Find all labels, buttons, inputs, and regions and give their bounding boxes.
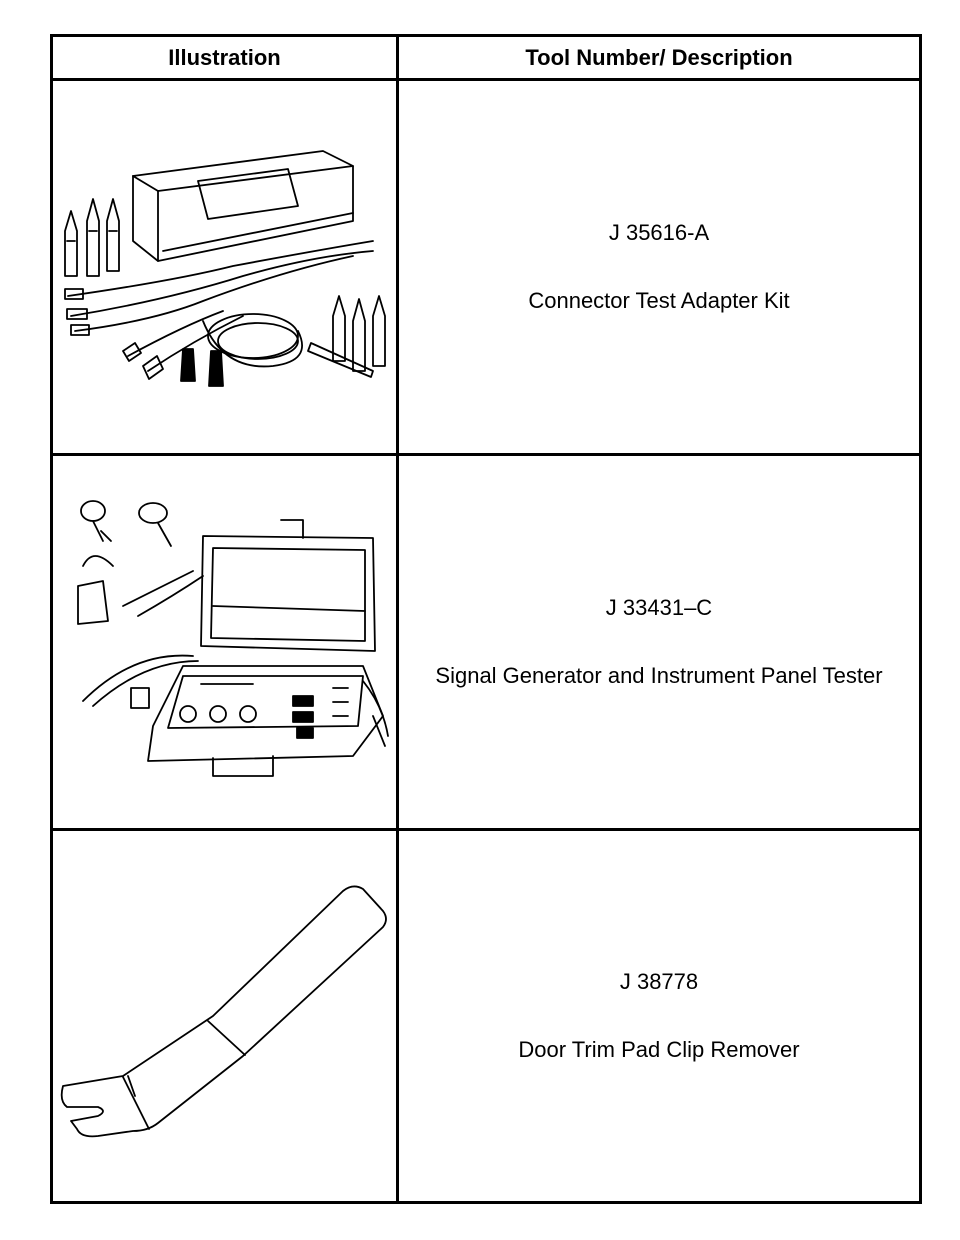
table-header: Illustration Tool Number/ Description: [53, 37, 919, 81]
table-row: J 38778 Door Trim Pad Clip Remover: [53, 831, 919, 1201]
connector-test-adapter-kit-illustration: [64, 150, 386, 387]
tool-number: J 38778: [619, 969, 699, 994]
header-description: Tool Number/ Description: [525, 44, 793, 70]
illustration-cell: [53, 81, 399, 453]
header-illustration: Illustration: [53, 37, 399, 78]
tool-number: J 35616-A: [608, 220, 710, 245]
table-row: J 35616-A Connector Test Adapter Kit: [53, 81, 919, 456]
door-trim-pad-clip-remover-illustration: [60, 885, 387, 1138]
illustration-cell: [53, 831, 399, 1201]
signal-generator-tester-illustration: [77, 500, 389, 777]
description-cell: J 35616-A Connector Test Adapter Kit: [399, 81, 919, 453]
illustration-cell: [53, 456, 399, 828]
tool-description: Door Trim Pad Clip Remover: [518, 1037, 800, 1062]
table-row: J 33431–C Signal Generator and Instrumen…: [53, 456, 919, 831]
description-cell: J 38778 Door Trim Pad Clip Remover: [399, 831, 919, 1201]
tool-number: J 33431–C: [605, 595, 713, 620]
tool-table: Illustration Tool Number/ Description: [50, 34, 922, 1204]
tool-description: Connector Test Adapter Kit: [528, 288, 790, 313]
tool-description: Signal Generator and Instrument Panel Te…: [435, 663, 883, 688]
description-cell: J 33431–C Signal Generator and Instrumen…: [399, 456, 919, 828]
